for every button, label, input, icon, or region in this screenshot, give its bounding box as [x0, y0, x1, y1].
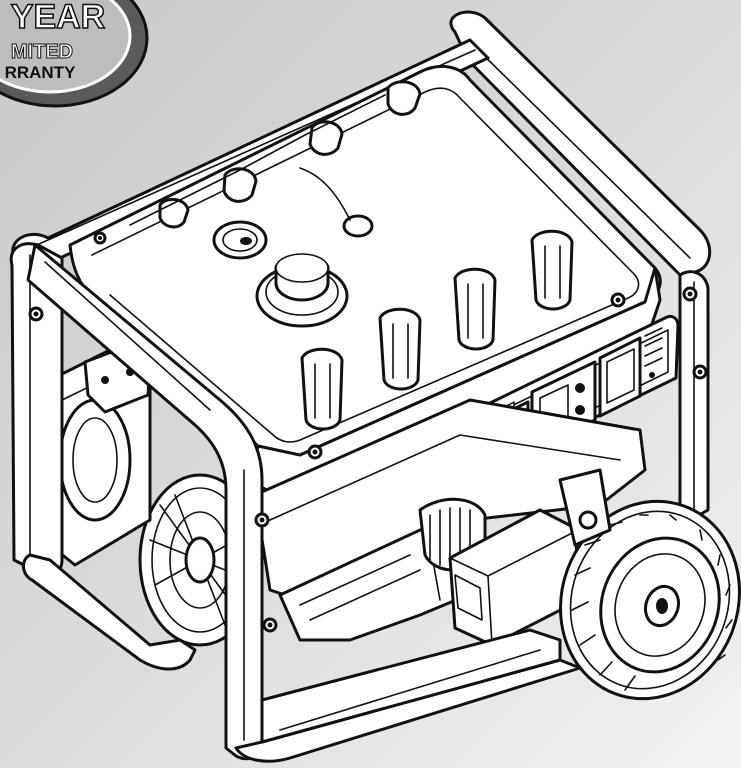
warranty-badge: YEAR MITED RRANTY	[0, 0, 149, 108]
axle-bracket	[558, 468, 612, 547]
tank-top-hooks	[129, 80, 422, 229]
fuel-gauge	[212, 220, 268, 260]
outlet-right	[598, 327, 663, 418]
warranty-badge-line2: MITED	[11, 41, 73, 63]
wheel	[559, 499, 741, 701]
frame-bolts	[28, 231, 708, 633]
frame-back-rail	[11, 10, 711, 277]
tank-side-grips	[300, 229, 574, 431]
vent-knob	[299, 167, 374, 238]
frame-front	[9, 242, 710, 763]
engine-housing	[253, 398, 647, 642]
warranty-badge-line3: RRANTY	[5, 63, 76, 82]
warranty-badge-line1: YEAR	[11, 0, 105, 36]
fuel-cap	[255, 253, 349, 328]
